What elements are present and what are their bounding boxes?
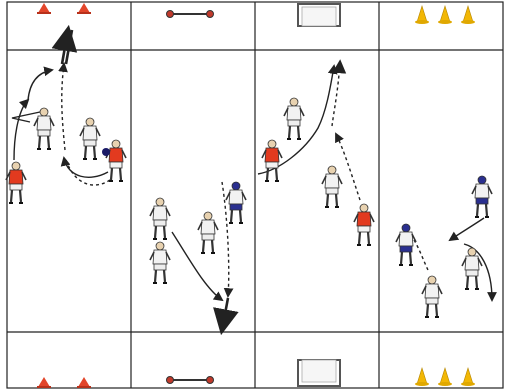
run-arrow: [450, 218, 484, 240]
player-red: [262, 140, 282, 181]
goalkeeper-red: [106, 140, 126, 181]
mini-hurdle: [167, 377, 214, 384]
mini-goal: [298, 4, 340, 26]
arrows: [12, 30, 492, 330]
red-cone: [37, 377, 51, 388]
pass-arrow: [66, 160, 110, 185]
red-cone: [37, 3, 51, 14]
player-white: [284, 98, 304, 139]
bottom-equipment: [37, 360, 475, 388]
pass-arrow: [62, 64, 65, 150]
mini-hurdle: [167, 11, 214, 18]
dribble-arrow: [12, 112, 40, 122]
player-white: [198, 212, 218, 253]
pass-arrow: [336, 134, 360, 200]
player-red-white: [354, 204, 374, 245]
red-cone: [77, 377, 91, 388]
player-blue: [226, 182, 246, 223]
ball: [102, 148, 110, 156]
yellow-cone: [415, 368, 429, 386]
run-arrow: [14, 100, 28, 160]
player-white: [80, 118, 100, 159]
player-white: [150, 242, 170, 283]
players: [6, 98, 492, 317]
player-white: [422, 276, 442, 317]
pass-arrow: [414, 240, 428, 270]
yellow-cone: [438, 368, 452, 386]
run-arrow: [28, 70, 52, 100]
red-cone: [77, 3, 91, 14]
yellow-cone: [415, 6, 429, 24]
player-white: [34, 108, 54, 149]
field-grid: [7, 2, 503, 388]
player-blue: [472, 176, 492, 217]
top-equipment: [37, 3, 475, 26]
mini-goal: [298, 360, 340, 386]
player-white: [322, 166, 342, 207]
player-blue: [396, 224, 416, 265]
player-white: [150, 198, 170, 239]
pass-arrow: [222, 182, 229, 296]
yellow-cone: [461, 6, 475, 24]
shot-arrow: [222, 298, 228, 330]
yellow-cone: [461, 368, 475, 386]
run-arrow: [172, 232, 222, 300]
yellow-cone: [438, 6, 452, 24]
player-red: [6, 162, 26, 203]
run-arrow: [64, 158, 108, 177]
